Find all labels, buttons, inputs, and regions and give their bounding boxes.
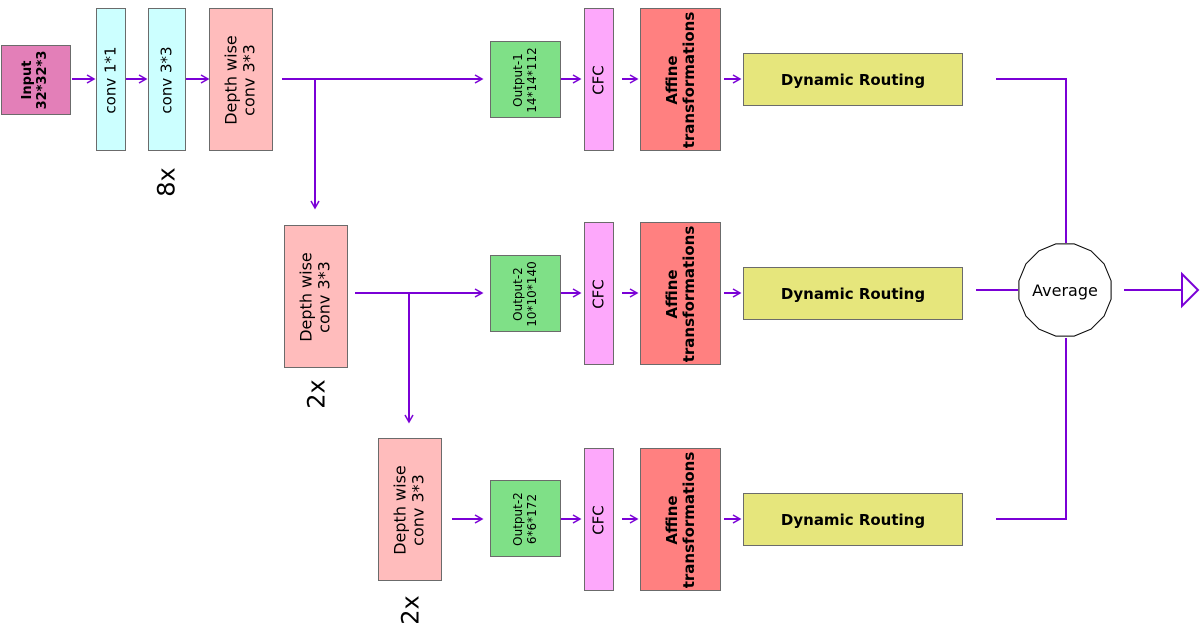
repeat-label-2x-b: 2x <box>396 595 425 625</box>
output-arrowhead <box>1181 271 1200 309</box>
conv1x1-box: conv 1*1 <box>96 8 126 151</box>
repeat-label-8x: 8x <box>152 167 181 197</box>
cfc-box-3: CFC <box>584 448 614 591</box>
conv3x3-box: conv 3*3 <box>148 8 186 151</box>
dynamic-routing-box-1: Dynamic Routing <box>743 53 963 106</box>
conv3x3-label: conv 3*3 <box>157 45 176 114</box>
dynamic-routing-label-2: Dynamic Routing <box>780 284 926 303</box>
cfc-box-1: CFC <box>584 8 614 151</box>
cfc-label-3: CFC <box>589 504 608 535</box>
cfc-label-1: CFC <box>589 64 608 95</box>
dynamic-routing-box-2: Dynamic Routing <box>743 267 963 320</box>
dynamic-routing-box-3: Dynamic Routing <box>743 493 963 546</box>
average-node: Average <box>1017 242 1113 338</box>
average-label: Average <box>1032 280 1098 300</box>
line-routing3-average <box>996 338 1067 520</box>
conv1x1-label: conv 1*1 <box>101 45 120 114</box>
cfc-box-2: CFC <box>584 222 614 365</box>
dynamic-routing-label-3: Dynamic Routing <box>780 510 926 529</box>
average-polygon <box>1018 243 1112 337</box>
repeat-label-2x-a: 2x <box>302 379 331 409</box>
cfc-label-2: CFC <box>589 278 608 309</box>
line-routing1-average <box>996 78 1067 243</box>
dynamic-routing-label-1: Dynamic Routing <box>780 70 926 89</box>
